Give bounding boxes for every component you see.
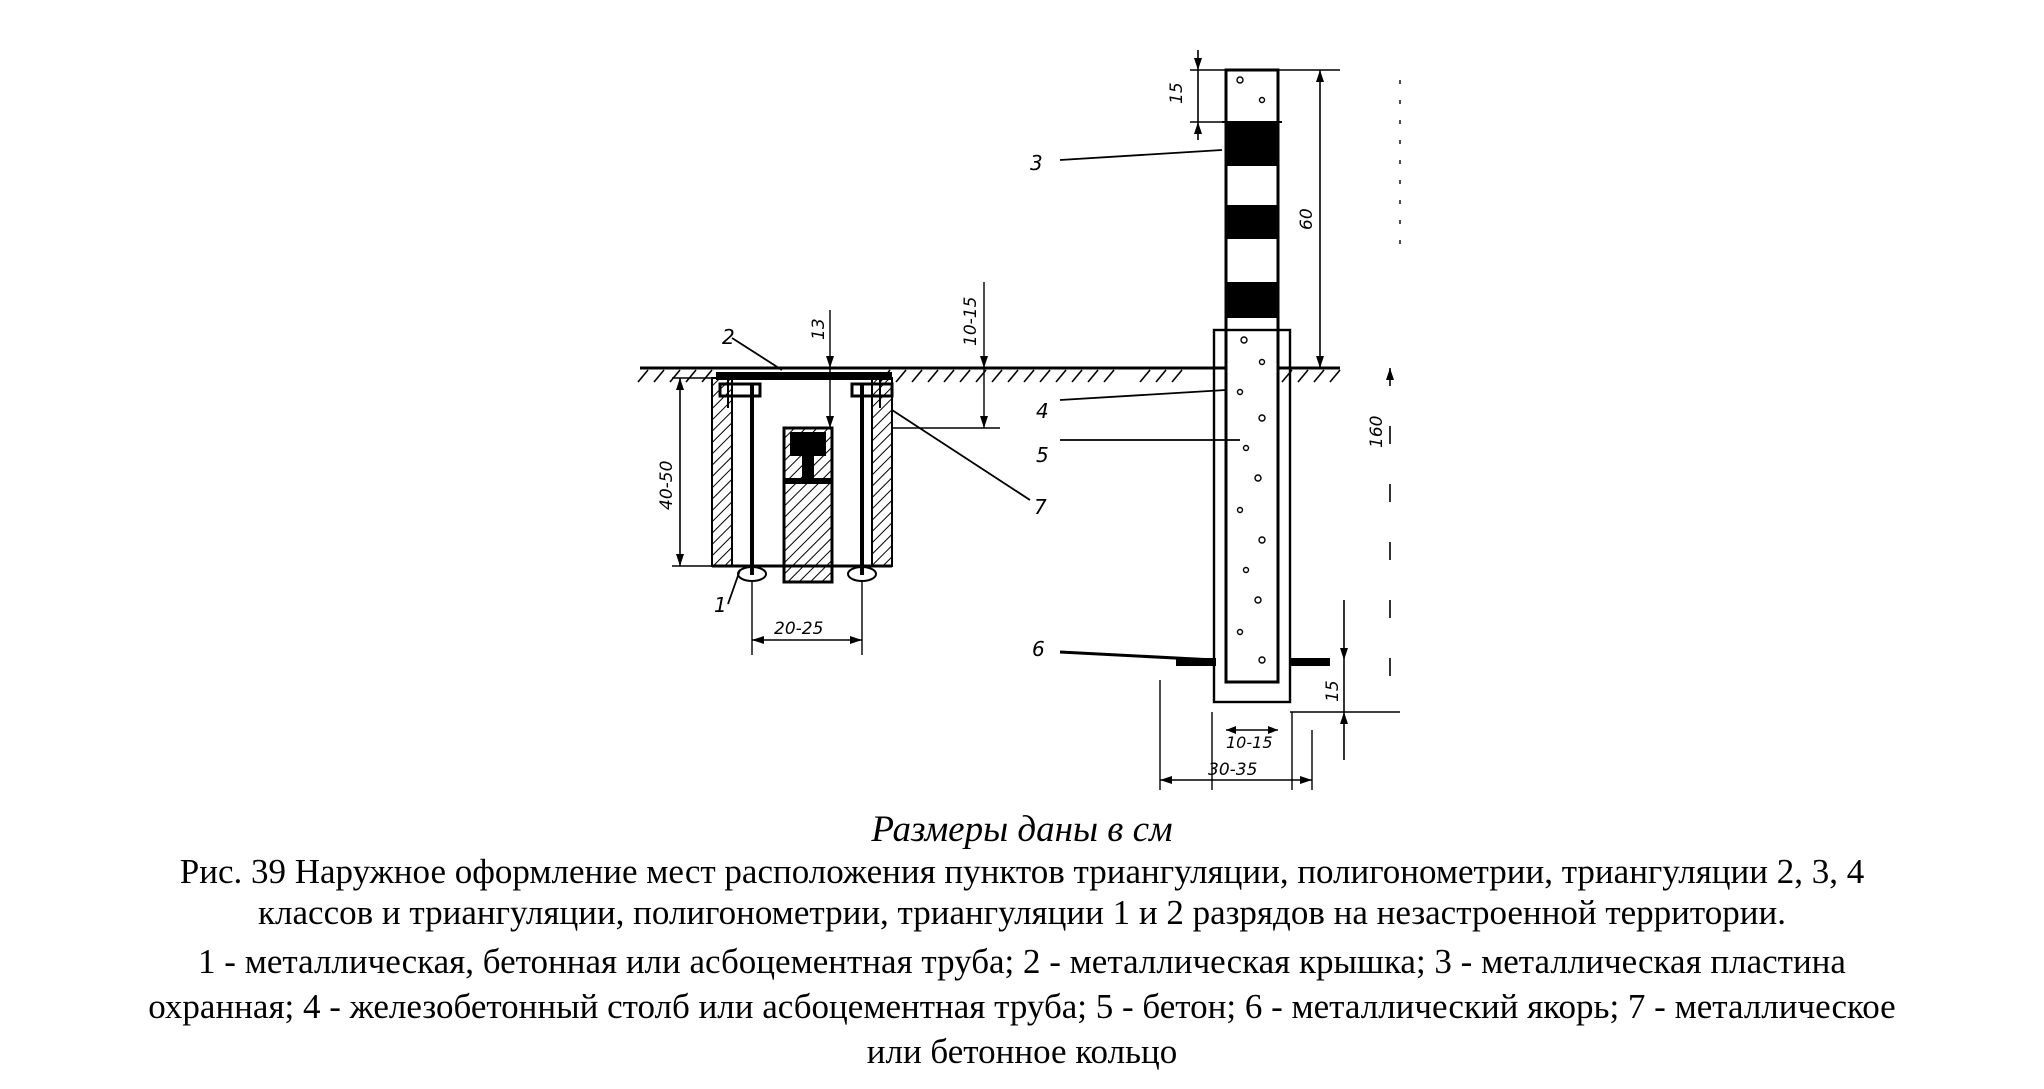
concrete-post [1059,50,1401,790]
dimension-gap-small: 13 [809,318,829,340]
caption-line-2: классов и триангуляции, полигонометрии, … [258,893,1786,932]
caption-line-5: или бетонное кольцо [866,1032,1178,1071]
caption-line-1: Рис. 39 Наружное оформление мест располо… [179,852,1865,891]
dimension-anchor-depth: 15 [1323,680,1343,702]
dimension-post-width: 10-15 [1226,733,1273,752]
dimension-lid-gap: 10-15 [961,297,981,346]
pipe-assembly [672,282,1000,655]
caption-line-4: охранная; 4 - железобетонный столб или а… [148,987,1896,1026]
dimension-depth: 160 [1367,416,1387,448]
concrete-aggregate [1236,76,1266,664]
dimension-pipe-depth: 40-50 [657,461,677,510]
callout-1: 1 [714,593,727,617]
leader-lines [727,149,1240,605]
units-note: Размеры даны в см [871,809,1173,850]
callout-2: 2 [722,325,735,349]
dimension-pit-width: 30-35 [1208,760,1257,780]
callout-7: 7 [1034,495,1047,519]
technical-drawing: 1 2 3 4 5 6 7 15 60 160 15 10-15 30-35 1… [637,50,1401,790]
striped-bands [1226,122,1278,318]
callout-6: 6 [1032,637,1045,661]
dimension-pipe-width: 20-25 [774,619,823,639]
caption-line-3: 1 - металлическая, бетонная или асбоцеме… [198,942,1846,981]
dimension-top-cap: 15 [1167,82,1187,104]
dimension-band-height: 60 [1297,208,1317,230]
callout-5: 5 [1036,443,1049,467]
callout-4: 4 [1036,399,1049,423]
callout-3: 3 [1030,151,1043,175]
